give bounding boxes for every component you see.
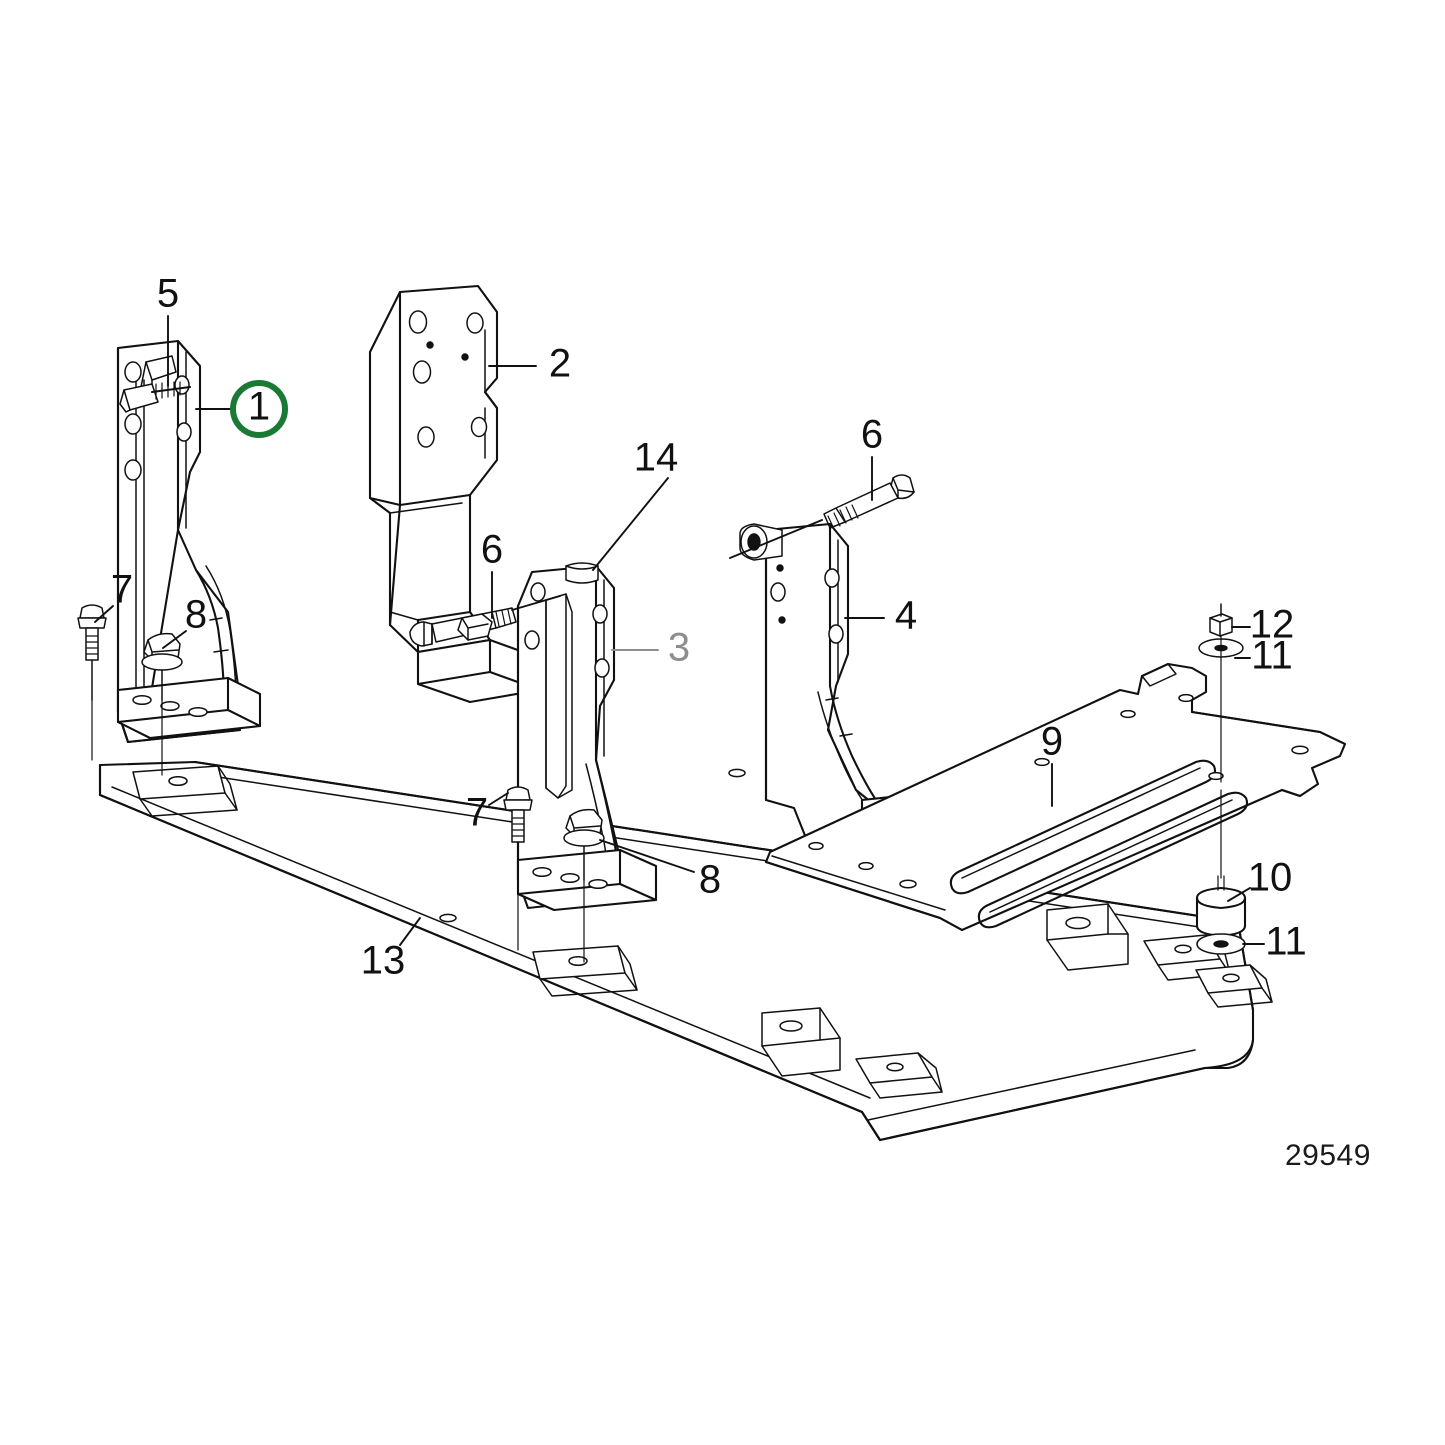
callout-leader (488, 792, 509, 806)
callout-label: 12 (1250, 603, 1295, 647)
callout-12-c12[interactable]: 12 (1231, 603, 1295, 647)
callout-label: 10 (1248, 856, 1293, 900)
callout-10-c10[interactable]: 10 (1227, 856, 1293, 902)
part-hex-nut (1209, 603, 1233, 637)
rail-mount-pad-mid (532, 945, 638, 997)
callout-label: 8 (699, 858, 721, 902)
callout-leader (599, 839, 695, 873)
part-hex-flange-bolt-long-right (729, 474, 915, 559)
callout-3-c3[interactable]: 3 (611, 626, 690, 670)
callout-label: 14 (634, 436, 679, 480)
callout-label: 2 (549, 342, 571, 386)
callout-label: 8 (185, 593, 207, 637)
callout-9-c9[interactable]: 9 (1041, 720, 1063, 807)
callout-13-c13[interactable]: 13 (361, 917, 421, 983)
callout-6-c6b[interactable]: 6 (861, 413, 883, 501)
highlight-ring-item-1[interactable] (230, 380, 288, 438)
callout-2-c2[interactable]: 2 (488, 342, 571, 386)
drawing-number: 29549 (1285, 1139, 1371, 1172)
callout-6-c6a[interactable]: 6 (481, 528, 503, 619)
bracket-2-base-nut (457, 613, 493, 641)
callout-label: 7 (466, 791, 488, 835)
part-rubber-vibration-isolator (1195, 875, 1247, 945)
callout-8-c8a[interactable]: 8 (162, 593, 207, 649)
rail-mount-pad-right-a (855, 1052, 943, 1099)
rail-mount-pad-end (1195, 964, 1273, 1008)
callout-label: 5 (157, 272, 179, 316)
callout-7-c7b[interactable]: 7 (466, 791, 509, 835)
callout-label: 3 (668, 626, 690, 670)
fastener-stack-right (1195, 603, 1247, 955)
callout-11-c11b[interactable]: 11 (1242, 920, 1307, 964)
callout-5-c5[interactable]: 5 (157, 272, 179, 387)
rail-mount-block-center (761, 1007, 841, 1077)
callout-label: 11 (1265, 920, 1307, 964)
part-hex-flange-screw-mid (503, 786, 533, 951)
part-hex-flange-screw-left (77, 604, 107, 761)
rail-mount-pad-left (132, 765, 238, 817)
callout-label: 13 (361, 939, 406, 983)
part-hex-flange-nut-mid (563, 808, 605, 963)
callout-leader (399, 917, 421, 946)
callout-leader (94, 605, 114, 623)
callout-label: 11 (1251, 634, 1293, 678)
part-bracket-pivot-boss (565, 562, 599, 584)
callout-14-c14[interactable]: 14 (592, 436, 679, 571)
callout-label: 7 (111, 568, 133, 612)
callout-leader (592, 477, 669, 571)
callout-8-c8b[interactable]: 8 (599, 839, 721, 902)
callout-1-c1[interactable]: 1 (195, 385, 270, 429)
part-slotted-mounting-bracket (516, 562, 658, 912)
callout-4-c4[interactable]: 4 (844, 594, 917, 638)
bracket-4-pivot-boss (739, 523, 783, 561)
callout-leader (1227, 887, 1251, 902)
callout-label: 1 (248, 385, 270, 429)
callout-label: 6 (481, 528, 503, 572)
part-flat-washer-lower (1196, 933, 1246, 955)
callout-label: 4 (895, 594, 917, 638)
part-frame-rail-beam (98, 760, 1273, 1142)
callout-label: 6 (861, 413, 883, 457)
part-tall-support-bracket (368, 284, 542, 704)
rail-mount-block-right (1046, 903, 1129, 971)
callout-11-c11a[interactable]: 11 (1234, 634, 1293, 678)
callout-leader (162, 630, 187, 649)
callout-label: 9 (1041, 720, 1063, 764)
part-hex-flange-nut-left (141, 632, 183, 776)
part-front-mounting-bracket-left (116, 339, 262, 744)
callout-7-c7a[interactable]: 7 (94, 568, 133, 623)
part-drip-pan-ribbed-plate (764, 662, 1347, 932)
